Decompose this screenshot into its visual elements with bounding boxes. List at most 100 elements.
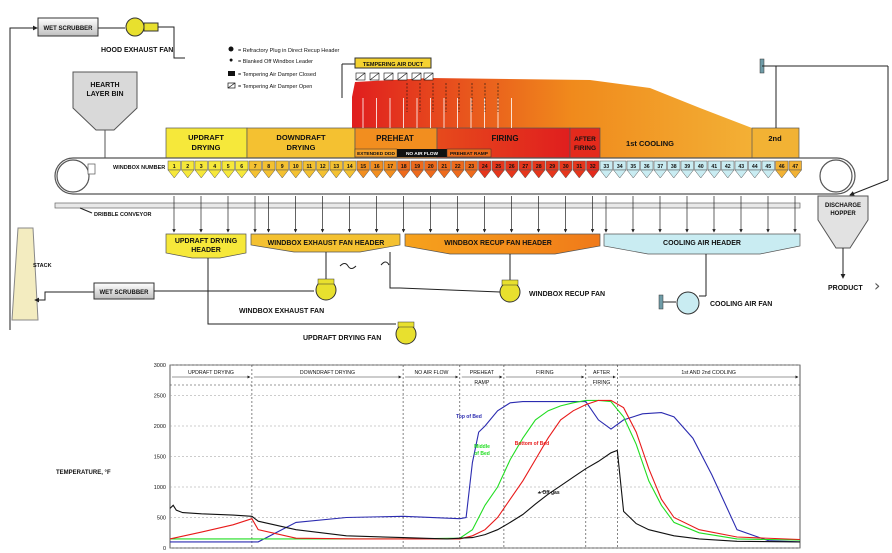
windbox-number: 18 xyxy=(401,164,407,170)
hood-exhaust-fan-label: HOOD EXHAUST FAN xyxy=(101,47,173,54)
windbox-leg xyxy=(761,169,776,179)
windbox-number: 37 xyxy=(657,164,663,170)
windbox-leg xyxy=(275,169,290,179)
windbox-leg xyxy=(788,169,803,179)
windbox-number: 6 xyxy=(240,164,243,170)
windbox-number: 27 xyxy=(522,164,528,170)
stack-system: STACK WET SCRUBBER xyxy=(11,227,314,321)
hearth-bin-label-2: LAYER BIN xyxy=(86,91,123,98)
tempering-dampers xyxy=(355,72,512,128)
windbox-number: 7 xyxy=(254,164,257,170)
windbox-number: 33 xyxy=(603,164,609,170)
subzone-preheat-ramp: PREHEAT RAMP xyxy=(450,151,489,157)
windbox-number: 43 xyxy=(738,164,744,170)
zone-after-firing xyxy=(569,127,601,159)
windbox-leg xyxy=(491,169,506,179)
windbox-leg xyxy=(221,169,236,179)
windbox-leg xyxy=(531,169,546,179)
windbox-number: 39 xyxy=(684,164,690,170)
windbox-leg xyxy=(234,169,249,179)
chart-zone-label: 1st AND 2nd COOLING xyxy=(681,370,736,376)
chart-series-line xyxy=(170,401,801,543)
windbox-number: 25 xyxy=(495,164,501,170)
zone-updraft-label-1: UPDRAFT xyxy=(188,133,224,142)
chart-y-tick: 1500 xyxy=(154,455,166,461)
windbox-leg xyxy=(329,169,344,179)
windbox-number: 15 xyxy=(360,164,366,170)
chart-series-annotation: Top of Bed xyxy=(456,414,482,420)
chart-y-tick: 2000 xyxy=(154,424,166,430)
stack-label: STACK xyxy=(33,263,52,269)
subzone-extended-ddd: EXTENDED DDD xyxy=(357,151,395,157)
windbox-number: 4 xyxy=(213,164,216,170)
windbox-leg xyxy=(396,169,411,179)
chart-zone-label: AFTER xyxy=(593,370,610,376)
zone-first-cooling-label: 1st COOLING xyxy=(626,139,674,148)
windbox-number: 34 xyxy=(617,164,623,170)
windbox-leg xyxy=(653,169,668,179)
windbox-leg xyxy=(585,169,600,179)
legend-item-2: = Blanked Off Windbox Leader xyxy=(238,59,313,65)
windbox-number: 13 xyxy=(333,164,339,170)
gas-headers: UPDRAFT DRYING HEADER WINDBOX EXHAUST FA… xyxy=(165,233,801,259)
hood-exhaust-system: WET SCRUBBER HOOD EXHAUST FAN xyxy=(9,17,185,330)
chart-series-line xyxy=(169,449,801,543)
windbox-leg xyxy=(639,169,654,179)
windbox-leg xyxy=(626,169,641,179)
windbox-number: 5 xyxy=(227,164,230,170)
hearth-layer-bin: HEARTH LAYER BIN xyxy=(72,71,138,158)
zone-updraft-label-2: DRYING xyxy=(192,143,221,152)
chart-series-line xyxy=(169,399,801,541)
hood-exhaust-fan-icon xyxy=(125,17,145,37)
discharge-hopper: DISCHARGE HOPPER PRODUCT xyxy=(817,195,869,292)
windbox-number: 22 xyxy=(455,164,461,170)
windbox-number: 41 xyxy=(711,164,717,170)
windbox-leg xyxy=(261,169,276,179)
windbox-leg xyxy=(356,169,371,179)
zone-preheat-label: PREHEAT xyxy=(376,134,414,143)
windbox-number: 11 xyxy=(307,164,313,170)
windbox-leg xyxy=(693,169,708,179)
chart-zone-label: FIRING xyxy=(593,380,611,386)
windbox-number: 1 xyxy=(173,164,176,170)
tempering-duct-label: TEMPERING AIR DUCT xyxy=(363,62,424,68)
discharge-hopper-label-1: DISCHARGE xyxy=(825,203,861,209)
zone-downdraft-label-1: DOWNDRAFT xyxy=(276,133,326,142)
hood-wet-scrubber xyxy=(37,17,99,37)
hood-wet-scrubber-label: WET SCRUBBER xyxy=(44,26,94,32)
product-label: PRODUCT xyxy=(828,285,863,292)
windbox-number: 45 xyxy=(765,164,771,170)
legend: = Refractory Plug in Direct Recup Header… xyxy=(227,46,340,90)
windbox-number: 16 xyxy=(374,164,380,170)
updraft-drying-header xyxy=(165,233,247,259)
cooling-air-fan-icon xyxy=(676,291,700,315)
windbox-number: 30 xyxy=(563,164,569,170)
windbox-recup-fan: WINDBOX RECUP FAN xyxy=(399,254,605,303)
windbox-number: 40 xyxy=(698,164,704,170)
windbox-number: 32 xyxy=(590,164,596,170)
chart-y-tick: 1000 xyxy=(154,485,166,491)
chart-ylabel: TEMPERATURE, °F xyxy=(56,470,111,476)
windbox-exhaust-fan-label: WINDBOX EXHAUST FAN xyxy=(239,308,324,315)
next-arrow-icon[interactable]: › xyxy=(874,276,881,295)
windbox-number: 46 xyxy=(779,164,785,170)
chart-series-annotation: Off gas xyxy=(542,490,559,496)
windbox-leg xyxy=(369,169,384,179)
windbox-number: 10 xyxy=(293,164,299,170)
windbox-leg xyxy=(747,169,762,179)
chart-zone-label: UPDRAFT DRYING xyxy=(188,370,234,376)
windbox-leg xyxy=(342,169,357,179)
windbox-leg xyxy=(720,169,735,179)
windbox-leg xyxy=(464,169,479,179)
updraft-header-label-1: UPDRAFT DRYING xyxy=(175,238,238,245)
windbox-number: 12 xyxy=(320,164,326,170)
windbox-number: 17 xyxy=(387,164,393,170)
chart-zone-label: RAMP xyxy=(474,380,490,386)
windbox-number: 8 xyxy=(267,164,270,170)
chart-zone-label: DOWNDRAFT DRYING xyxy=(300,370,355,376)
windbox-leg xyxy=(734,169,749,179)
chart-y-tick: 0 xyxy=(163,546,166,552)
